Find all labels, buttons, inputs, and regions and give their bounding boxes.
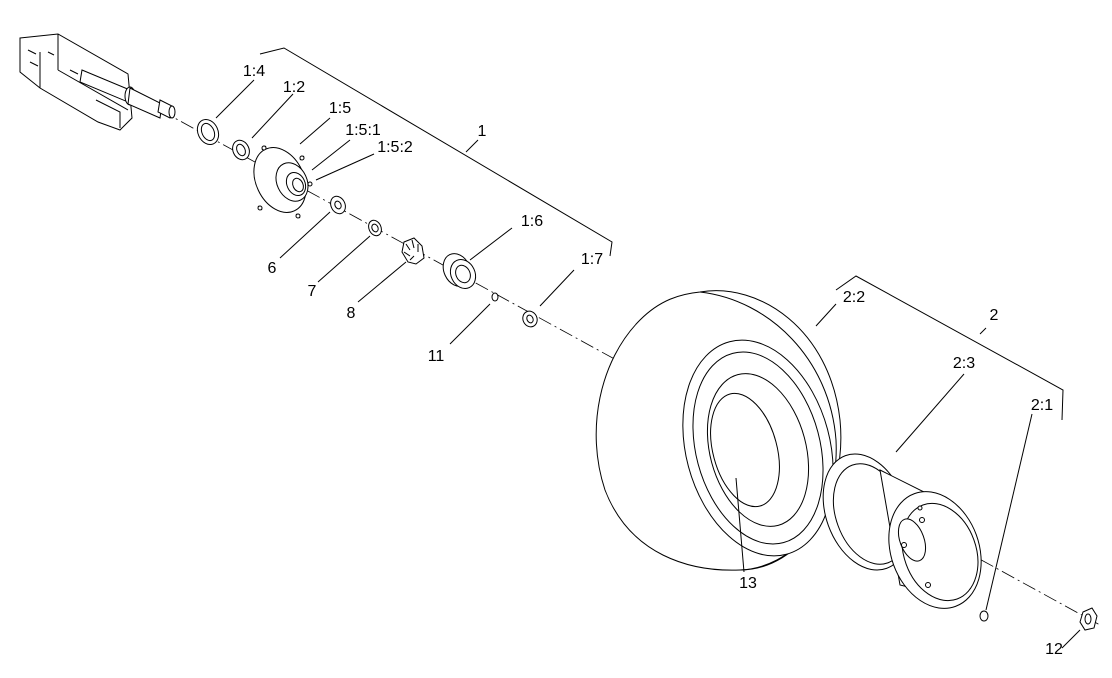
callout-1-5-2: 1:5:2 — [377, 139, 413, 156]
callout-2-2: 2:2 — [843, 289, 865, 306]
callout-1-7: 1:7 — [581, 251, 603, 268]
part-11-grease-fitting — [491, 292, 499, 302]
part-12-lug-nut — [1079, 607, 1098, 631]
part-1-2-bearing — [232, 139, 250, 161]
spindle-bracket — [19, 33, 176, 131]
callout-7: 7 — [308, 283, 317, 300]
callout-12: 12 — [1045, 641, 1063, 658]
group-1-bracket — [259, 47, 613, 257]
group-2-bracket — [835, 275, 1064, 421]
callout-11: 11 — [428, 348, 445, 365]
part-1-6-cap — [442, 253, 477, 290]
callout-1-2: 1:2 — [283, 79, 305, 96]
callout-2-1: 2:1 — [1031, 397, 1053, 414]
part-8-castle-nut — [401, 237, 425, 265]
callout-6: 6 — [268, 260, 277, 277]
callout-1-5: 1:5 — [329, 100, 351, 117]
callout-13: 13 — [739, 575, 757, 592]
part-1-5-hub — [253, 145, 313, 219]
callout-1: 1 — [478, 123, 487, 140]
part-2-2-tire — [595, 290, 842, 571]
callout-8: 8 — [347, 305, 356, 322]
callout-1-5-1: 1:5:1 — [345, 122, 381, 139]
leader-lines — [215, 79, 1081, 649]
part-2-1-stud — [979, 610, 989, 622]
part-1-7-dust-cap — [522, 310, 538, 328]
callout-2: 2 — [990, 307, 999, 324]
part-1-4-seal — [196, 118, 220, 146]
callout-2-3: 2:3 — [953, 355, 975, 372]
part-6-washer — [330, 195, 346, 215]
callout-1-4: 1:4 — [243, 63, 265, 80]
callout-1-6: 1:6 — [521, 213, 543, 230]
part-7-retaining-ring — [368, 219, 382, 237]
part-2-3-rim — [822, 453, 982, 609]
